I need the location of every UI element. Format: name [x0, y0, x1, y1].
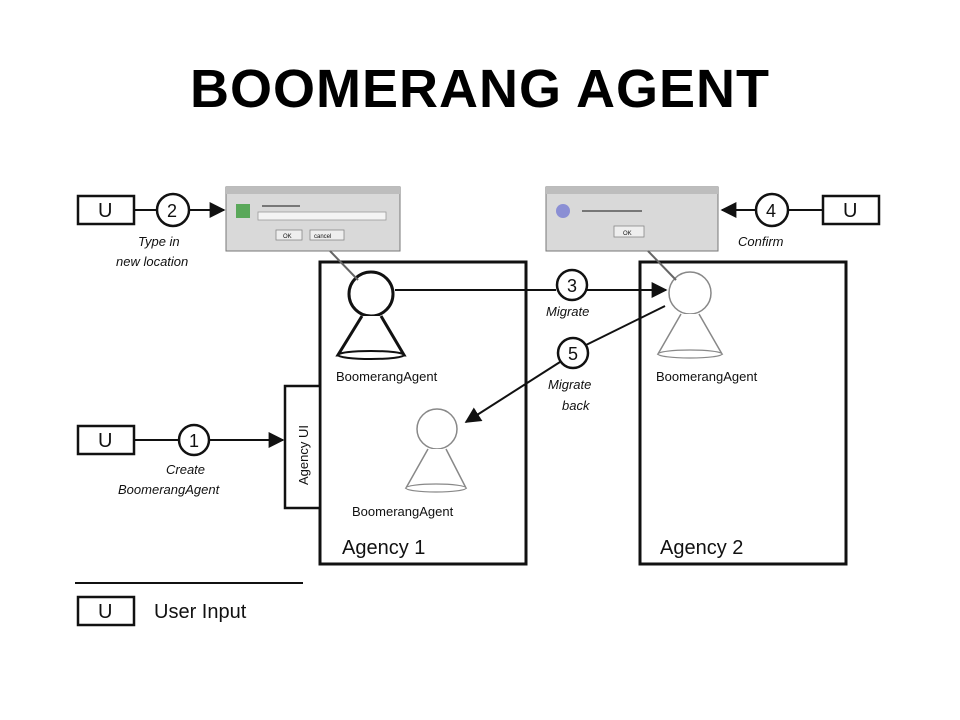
svg-text:U: U: [98, 430, 112, 452]
step-2-caption-2: new location: [116, 254, 188, 269]
confirm-ok-button[interactable]: [613, 225, 645, 238]
user-input-2: U: [76, 194, 136, 226]
agency-1-label: Agency 1: [342, 537, 425, 559]
user-input-1: U: [76, 424, 136, 456]
svg-text:cancel: cancel: [314, 234, 331, 240]
agency-1-box: [318, 260, 528, 566]
svg-text:OK: OK: [623, 231, 632, 237]
dialog-info-icon: [556, 204, 570, 218]
step-5-caption-2: back: [562, 398, 591, 413]
dialog-icon: [236, 204, 250, 218]
step-1-caption-2: BoomerangAgent: [118, 482, 221, 497]
step-3-caption: Migrate: [546, 304, 589, 319]
step-2-caption-1: Type in: [138, 234, 180, 249]
confirm-dialog: OK: [545, 186, 719, 252]
agency-2-label: Agency 2: [660, 537, 743, 559]
boomerang-agent-original: [335, 270, 407, 360]
boomerang-agent-remote: [656, 271, 724, 359]
agency-2-box: [638, 260, 848, 566]
agency-ui-label: Agency UI: [296, 425, 311, 485]
dialog-cancel-button[interactable]: [309, 229, 345, 241]
step-5-badge: 5: [556, 336, 590, 370]
agent-label-original: BoomerangAgent: [336, 369, 438, 384]
svg-text:2: 2: [167, 201, 177, 221]
svg-text:U: U: [98, 601, 112, 623]
boomerang-agent-returned: [404, 408, 468, 493]
location-dialog: OK cancel: [225, 186, 401, 252]
legend-user-box: U: [76, 595, 136, 627]
user-input-4: U: [821, 194, 881, 226]
svg-text:U: U: [843, 200, 857, 222]
legend-label: User Input: [154, 601, 247, 623]
svg-text:OK: OK: [283, 234, 292, 240]
step-1-caption-1: Create: [166, 462, 205, 477]
agent-label-returned: BoomerangAgent: [352, 504, 454, 519]
step-2-badge: 2: [155, 192, 191, 228]
agency-ui-box: [283, 384, 322, 510]
svg-text:U: U: [98, 200, 112, 222]
dialog-ok-button[interactable]: [275, 229, 303, 241]
svg-text:1: 1: [189, 431, 199, 451]
step-5-caption-1: Migrate: [548, 377, 591, 392]
page-title: BOOMERANG AGENT: [190, 59, 770, 119]
svg-text:4: 4: [766, 201, 776, 221]
step-1-badge: 1: [177, 423, 211, 457]
step-3-badge: 3: [555, 268, 589, 302]
step-4-badge: 4: [754, 192, 790, 228]
svg-text:3: 3: [567, 276, 577, 296]
step-4-caption: Confirm: [738, 234, 784, 249]
agent-label-remote: BoomerangAgent: [656, 369, 758, 384]
svg-text:5: 5: [568, 344, 578, 364]
